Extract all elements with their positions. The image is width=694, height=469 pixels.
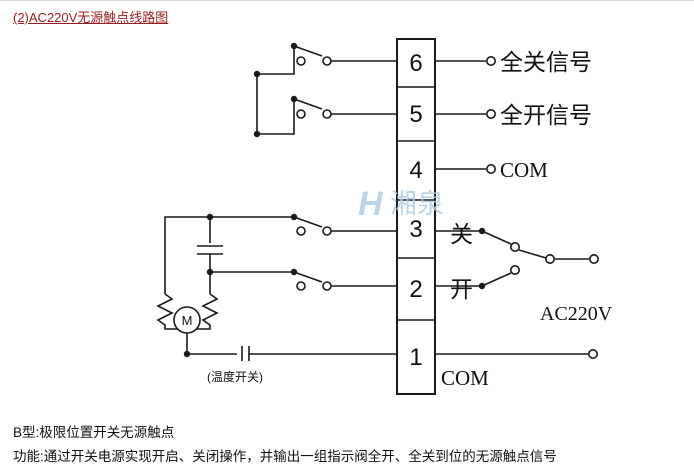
label-full-open-signal: 全开信号 <box>500 102 592 128</box>
watermark-text: 湘泉 <box>390 189 444 219</box>
footer-function-text: 功能:通过开关电源实现开启、关闭操作，并输出一组指示阀全开、全关到位的无源触点信… <box>13 449 557 464</box>
terminal-4-number: 4 <box>409 157 422 184</box>
motor-icon: M <box>173 306 201 334</box>
wiring-diagram: M (温度开关) <box>156 38 613 395</box>
terminal-5-number: 5 <box>409 101 422 128</box>
label-com-bottom: COM <box>441 366 489 390</box>
motor-label: M <box>182 313 193 328</box>
wire-labels-group: 全关信号 全开信号 COM 关 开 AC220V COM <box>441 49 613 390</box>
terminal-1-number: 1 <box>409 344 422 371</box>
page-title: (2)AC220V无源触点线路图 <box>13 10 169 25</box>
limit-switch-group <box>253 42 397 138</box>
label-full-close-signal: 全关信号 <box>500 49 592 75</box>
terminal-3-number: 3 <box>409 216 422 243</box>
motor-circuit-group: M (温度开关) <box>156 213 397 384</box>
label-close: 关 <box>450 221 473 247</box>
winding-left-icon <box>156 293 179 330</box>
capacitor-icon <box>197 217 223 294</box>
label-com-top: COM <box>500 158 548 182</box>
label-open: 开 <box>450 276 473 302</box>
winding-right-icon <box>196 293 219 330</box>
terminal-block: 6 5 4 3 2 1 <box>396 38 436 395</box>
watermark-logo-icon: H <box>358 185 384 223</box>
temperature-switch-label: (温度开关) <box>207 369 263 384</box>
right-wires-group <box>435 55 599 359</box>
footer-type-text: B型:极限位置开关无源触点 <box>13 425 175 440</box>
terminal-2-number: 2 <box>409 276 422 303</box>
supply-switch-icon <box>518 249 599 265</box>
label-ac220v: AC220V <box>540 303 613 325</box>
terminal-6-number: 6 <box>409 50 422 77</box>
temperature-switch-icon <box>241 346 250 361</box>
watermark: H 湘泉 <box>358 185 444 223</box>
